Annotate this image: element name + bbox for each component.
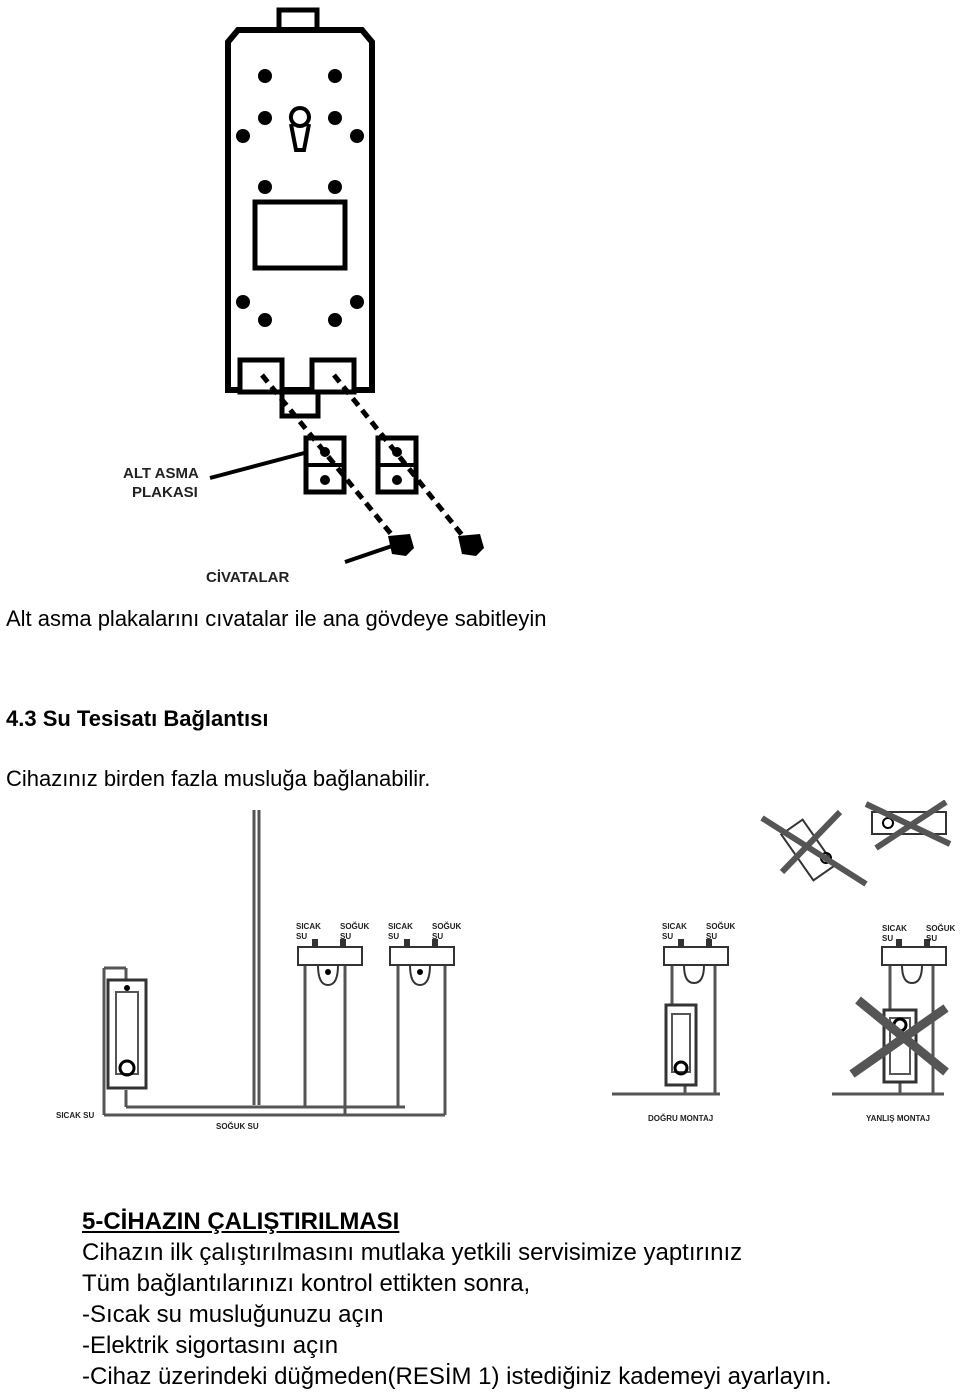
correct-mount-pipes	[612, 965, 720, 1096]
faucet-1-hot-label: SICAK	[296, 922, 321, 931]
section-4-3-heading: 4.3 Su Tesisatı Bağlantısı	[6, 706, 269, 731]
keyhole	[288, 106, 311, 152]
assembly-lines	[260, 373, 472, 547]
wrong-su2-label: SU	[926, 934, 937, 943]
wrong-mount-faucet	[881, 939, 947, 985]
wrong-su-label: SU	[882, 934, 893, 943]
correct-mount-heater	[664, 1003, 698, 1087]
faucet-1-cold-label: SOĞUK	[340, 922, 370, 931]
left-heater	[106, 978, 148, 1090]
plumbing-diagram: SICAK SU SOĞUK SU SICAK SU SOĞUK SU SICA…	[56, 800, 956, 1131]
faucet-2-cold-label: SOĞUK	[432, 922, 462, 931]
bolts	[388, 534, 484, 556]
label-sicak-su: SICAK SU	[56, 1111, 94, 1120]
screw-holes	[236, 69, 364, 327]
mounting-plate-diagram: ALT ASMA PLAKASI CİVATALAR	[123, 7, 484, 586]
label-dogru-montaj: DOĞRU MONTAJ	[648, 1114, 713, 1123]
faucet-2-su2-label: SU	[432, 932, 443, 941]
section-5-title: 5-CİHAZIN ÇALIŞTIRILMASI	[82, 1208, 400, 1235]
faucet-1-su2-label: SU	[340, 932, 351, 941]
caption-mounting: Alt asma plakalarını cıvatalar ile ana g…	[6, 606, 547, 631]
label-alt-asma-2: PLAKASI	[132, 484, 198, 501]
section-5-line-2: Tüm bağlantılarınızı kontrol ettikten so…	[82, 1270, 531, 1297]
correct-su2-label: SU	[706, 932, 717, 941]
section-5-line-1: Cihazın ilk çalıştırılmasını mutlaka yet…	[82, 1239, 743, 1266]
wrong-orientation-tilted	[760, 809, 868, 887]
lower-hanging-plates	[303, 435, 419, 495]
correct-mount-faucet	[663, 939, 729, 985]
section-5-line-4: -Elektrik sigortasını açın	[82, 1332, 339, 1359]
faucet-2-hot-label: SICAK	[388, 922, 413, 931]
wrong-orientation-horizontal	[864, 800, 952, 851]
section-5-line-3: -Sıcak su musluğunuzu açın	[82, 1301, 384, 1328]
section-5: 5-CİHAZIN ÇALIŞTIRILMASI Cihazın ilk çal…	[82, 1206, 832, 1392]
section-4-3-text: Cihazınız birden fazla musluğa bağlanabi…	[6, 766, 431, 791]
left-pipes	[102, 810, 447, 1117]
display-window	[252, 199, 348, 271]
faucet-1	[297, 939, 363, 987]
correct-su-label: SU	[662, 932, 673, 941]
faucet-2-su-label: SU	[388, 932, 399, 941]
correct-hot-label: SICAK	[662, 922, 687, 931]
label-yanlis-montaj: YANLIŞ MONTAJ	[866, 1114, 930, 1123]
faucet-1-su-label: SU	[296, 932, 307, 941]
wrong-cross-icon	[849, 996, 949, 1078]
label-civatalar: CİVATALAR	[206, 569, 289, 586]
wrong-cold-label: SOĞUK	[926, 924, 956, 933]
label-soguk-su: SOĞUK SU	[216, 1122, 259, 1131]
faucet-2	[389, 939, 455, 987]
label-alt-asma-1: ALT ASMA	[123, 465, 199, 482]
section-5-line-5: -Cihaz üzerindeki düğmeden(RESİM 1) iste…	[82, 1363, 832, 1390]
correct-cold-label: SOĞUK	[706, 922, 736, 931]
wrong-mount-pipes	[832, 965, 944, 1096]
wrong-hot-label: SICAK	[882, 924, 907, 933]
